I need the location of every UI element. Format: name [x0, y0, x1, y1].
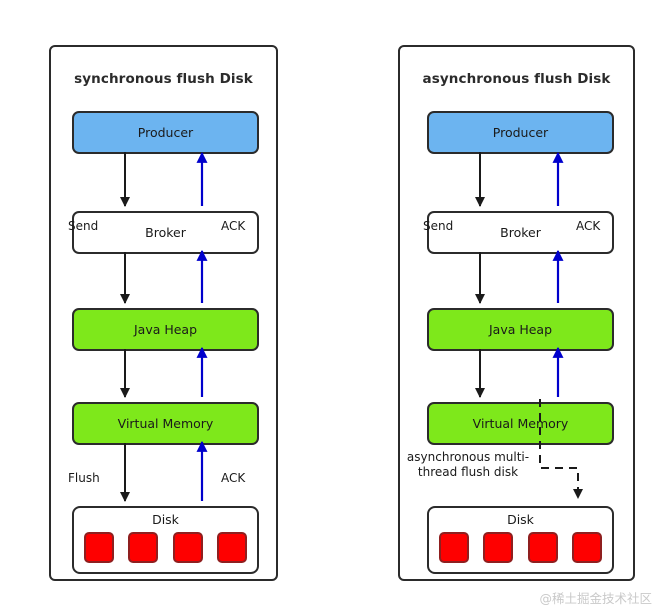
node-label: Java Heap [133, 322, 198, 337]
disk-cell-group [84, 532, 247, 563]
disk-label: Disk [152, 512, 179, 527]
node-broker-sync[interactable]: Broker [72, 211, 259, 254]
edge-label-send-async: Send [423, 219, 454, 233]
disk-cell [172, 532, 203, 563]
panel-title-synchronous: synchronous flush Disk [74, 71, 253, 87]
node-disk-async[interactable]: Disk [427, 506, 614, 574]
node-virtual-memory-async[interactable]: Virtual Memory [427, 402, 614, 445]
node-java-heap-sync[interactable]: Java Heap [72, 308, 259, 351]
node-label: Virtual Memory [472, 416, 569, 431]
panel-synchronous-flush-disk: synchronous flush Disk Producer Broker J… [49, 45, 278, 581]
node-virtual-memory-sync[interactable]: Virtual Memory [72, 402, 259, 445]
disk-cell [128, 532, 159, 563]
node-producer-sync[interactable]: Producer [72, 111, 259, 154]
disk-cell [527, 532, 558, 563]
panel-asynchronous-flush-disk: asynchronous flush Disk Producer Broker … [398, 45, 635, 581]
disk-label: Disk [507, 512, 534, 527]
disk-cell [483, 532, 514, 563]
edge-label-async-flush: asynchronous multi-thread flush disk [406, 450, 530, 479]
edge-label-send-sync: Send [68, 219, 99, 233]
node-label: Producer [492, 125, 549, 140]
disk-cell [84, 532, 115, 563]
edge-label-ack-disk-sync: ACK [221, 471, 246, 485]
node-java-heap-async[interactable]: Java Heap [427, 308, 614, 351]
edge-label-ack-top-async: ACK [576, 219, 601, 233]
disk-cell [571, 532, 602, 563]
watermark: @稀土掘金技术社区 [539, 591, 652, 606]
edge-label-ack-top-sync: ACK [221, 219, 246, 233]
node-label: Java Heap [488, 322, 553, 337]
edge-label-flush-sync: Flush [68, 471, 100, 485]
node-producer-async[interactable]: Producer [427, 111, 614, 154]
node-label: Broker [145, 225, 186, 240]
disk-cell-group [439, 532, 602, 563]
node-label: Virtual Memory [117, 416, 214, 431]
disk-cell [216, 532, 247, 563]
node-broker-async[interactable]: Broker [427, 211, 614, 254]
node-label: Broker [500, 225, 541, 240]
node-disk-sync[interactable]: Disk [72, 506, 259, 574]
node-label: Producer [137, 125, 194, 140]
disk-cell [439, 532, 470, 563]
panel-title-asynchronous: asynchronous flush Disk [422, 71, 611, 87]
